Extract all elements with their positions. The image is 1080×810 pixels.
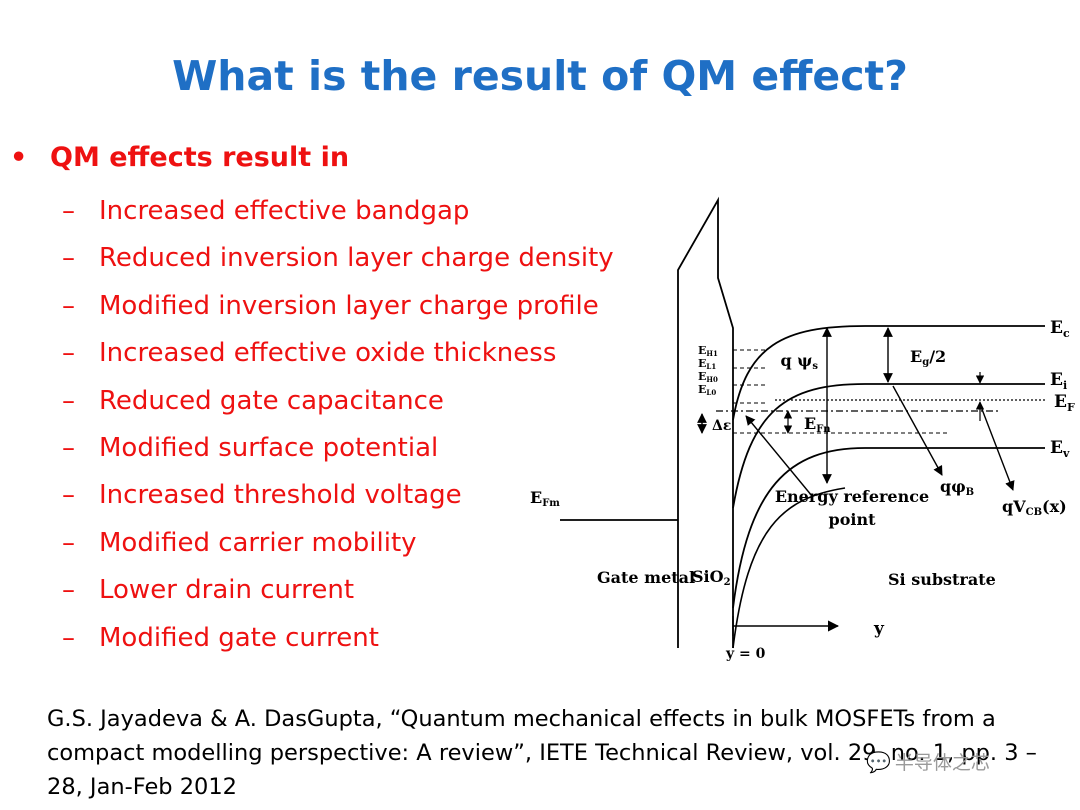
energy-ref-pointer	[745, 415, 813, 497]
main-bullet: • QM effects result in	[10, 142, 349, 173]
bullet-marker: •	[10, 142, 28, 173]
ef-label: EF	[1054, 392, 1075, 414]
efm-label: EFm	[530, 488, 560, 509]
qphi-label: qφB	[940, 477, 974, 498]
qvcb-pointer	[979, 403, 1015, 491]
si-substrate-label: Si substrate	[888, 570, 996, 589]
eh1-label: EH1	[698, 344, 718, 358]
sub-marker: –	[62, 527, 75, 558]
band-diagram: Ec Ei EF Ev EFm EH1 EL1 EH0 EL0 Δε EFn q…	[530, 196, 1075, 662]
effects-list: –Increased effective bandgap –Reduced in…	[62, 191, 614, 665]
slide-title: What is the result of QM effect?	[172, 52, 908, 100]
energy-ref-label: Energy reference	[775, 487, 929, 506]
list-item: –Modified inversion layer charge profile	[62, 286, 614, 333]
list-item: –Reduced inversion layer charge density	[62, 238, 614, 285]
sub-marker: –	[62, 480, 75, 511]
watermark-text: 半导体之芯	[894, 752, 990, 774]
sub-marker: –	[62, 243, 75, 274]
el1-label: EL1	[698, 357, 716, 371]
list-item: –Modified carrier mobility	[62, 523, 614, 570]
ev-label: Ev	[1050, 438, 1070, 460]
list-item-text: Increased effective bandgap	[99, 196, 470, 226]
list-item-text: Modified carrier mobility	[99, 527, 417, 558]
list-item: –Increased effective bandgap	[62, 191, 614, 238]
intrinsic-level	[732, 383, 1045, 509]
conduction-band	[732, 325, 1045, 421]
list-item: –Lower drain current	[62, 570, 614, 617]
list-item-text: Reduced gate capacitance	[99, 385, 444, 416]
el0-label: EL0	[698, 383, 716, 397]
list-item-text: Modified surface potential	[99, 432, 439, 463]
sub-marker: –	[62, 575, 75, 606]
sub-marker: –	[62, 196, 75, 226]
valence-band	[732, 447, 1045, 609]
list-item: –Reduced gate capacitance	[62, 381, 614, 428]
y-axis-label: y	[873, 619, 885, 639]
sub-marker: –	[62, 290, 75, 321]
sub-marker: –	[62, 385, 75, 416]
qvcb-label: qVCB(x)	[1002, 497, 1067, 518]
sub-marker: –	[62, 338, 75, 369]
list-item-text: Lower drain current	[99, 575, 355, 606]
energy-ref-label-2: point	[829, 510, 877, 529]
list-item-text: Modified inversion layer charge profile	[99, 290, 599, 321]
efn-label: EFn	[804, 414, 831, 435]
list-item: –Modified gate current	[62, 618, 614, 665]
list-item-text: Modified gate current	[99, 622, 379, 653]
wechat-icon: 💬	[866, 750, 891, 774]
surface-potential-label: q ψs	[781, 351, 819, 372]
sub-marker: –	[62, 432, 75, 463]
y-zero-label: y = 0	[725, 646, 766, 662]
delta-eps-label: Δε	[712, 418, 731, 434]
half-bandgap-label: Eg/2	[910, 347, 946, 368]
list-item: –Modified surface potential	[62, 428, 614, 475]
qphi-pointer	[892, 385, 943, 476]
list-item-text: Increased threshold voltage	[99, 480, 462, 511]
watermark: 💬半导体之芯	[866, 748, 990, 775]
eh0-label: EH0	[698, 370, 718, 384]
main-bullet-text: QM effects result in	[50, 142, 350, 173]
sio2-label: SiO2	[692, 567, 731, 588]
ec-label: Ec	[1050, 318, 1070, 340]
citation: G.S. Jayadeva & A. DasGupta, “Quantum me…	[47, 706, 1037, 800]
oxide-barrier	[677, 196, 734, 648]
list-item: –Increased effective oxide thickness	[62, 333, 614, 380]
list-item-text: Increased effective oxide thickness	[99, 338, 557, 369]
list-item-text: Reduced inversion layer charge density	[99, 243, 614, 274]
lower-band-curve	[732, 487, 846, 649]
list-item: –Increased threshold voltage	[62, 475, 614, 522]
ei-label: Ei	[1050, 370, 1067, 392]
sub-marker: –	[62, 622, 75, 653]
gate-metal-label: Gate metal	[597, 568, 695, 587]
